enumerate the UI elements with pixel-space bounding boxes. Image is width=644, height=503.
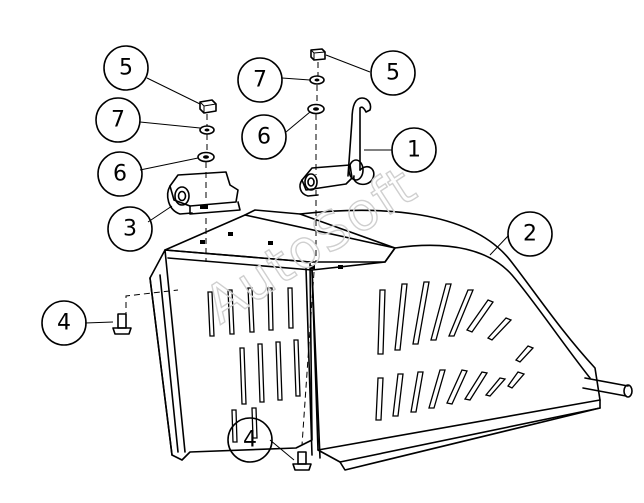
callout-1: 1 [391,127,437,173]
svg-text:7: 7 [253,68,267,93]
callout-4-bottom: 4 [227,417,273,463]
lock-washer-right [309,75,325,85]
svg-text:6: 6 [113,162,127,187]
bolt-bottom [292,451,312,471]
svg-text:6: 6 [257,125,271,150]
callout-6-left: 6 [97,151,143,197]
callout-7-right: 7 [237,57,283,103]
svg-text:4: 4 [243,428,257,453]
flat-washer-right [307,103,325,115]
svg-text:3: 3 [123,217,137,242]
shield-housing [149,209,633,471]
callout-5-left: 5 [103,45,149,91]
callout-3: 3 [107,206,153,252]
left-panel-slots [207,287,301,443]
hinge-bracket-left [166,171,241,215]
leader-lines [84,54,509,461]
svg-text:4: 4 [57,311,71,336]
lock-washer-left [199,125,215,135]
svg-text:2: 2 [523,222,537,247]
callout-2: 2 [507,211,553,257]
callout-6-right: 6 [241,114,287,160]
svg-text:5: 5 [386,61,400,86]
svg-text:5: 5 [119,56,133,81]
svg-text:1: 1 [407,138,421,163]
callout-4-left: 4 [41,300,87,346]
nut-left [199,99,217,114]
assembly-center-lines [125,62,319,446]
right-panel-slots [375,281,535,421]
nut-right [310,48,326,61]
flat-washer-left [197,151,215,163]
bolt-left [112,313,132,335]
callout-7-left: 7 [95,97,141,143]
hinge-latch-right [299,97,375,197]
svg-text:7: 7 [111,108,125,133]
callout-5-right: 5 [370,50,416,96]
